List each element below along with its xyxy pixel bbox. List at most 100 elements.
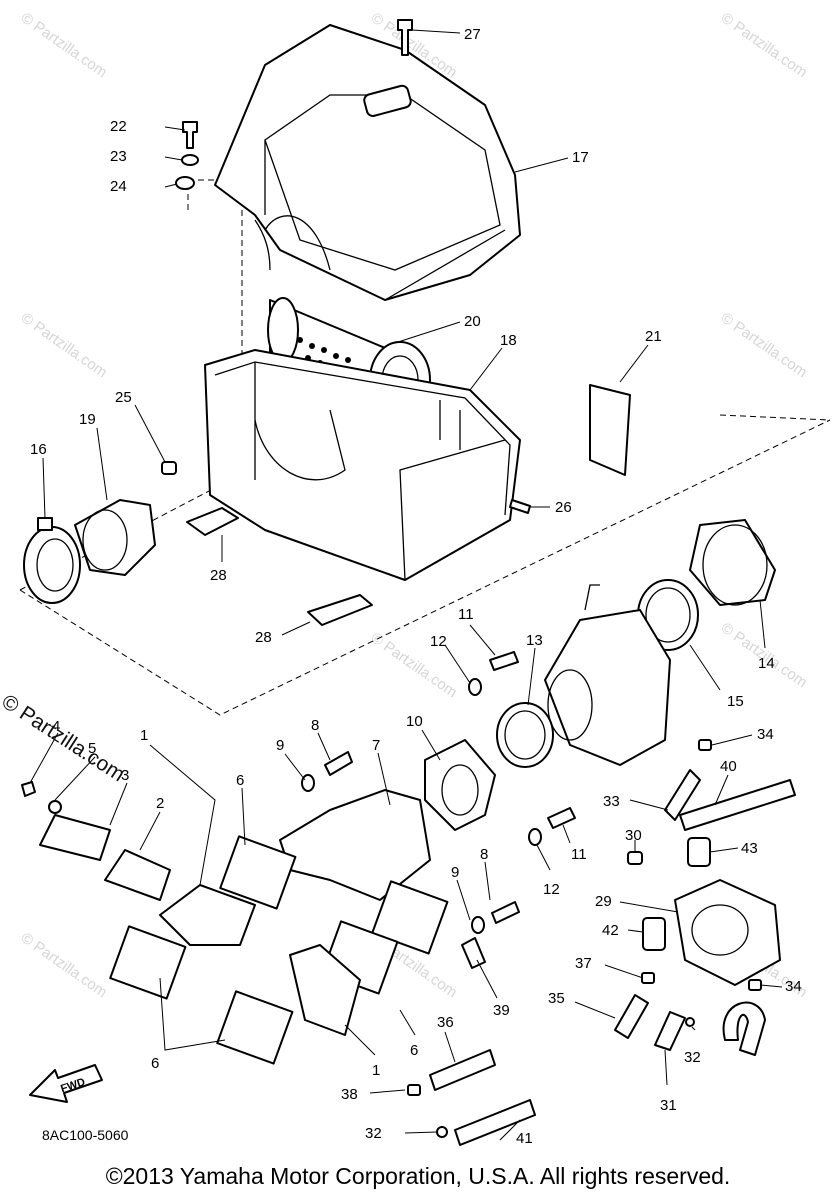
callout-label: 38 bbox=[341, 1086, 358, 1103]
gasket-6 bbox=[216, 990, 294, 1065]
washer-9 bbox=[301, 774, 315, 792]
leader-lines bbox=[29, 29, 783, 1141]
hose-41 bbox=[454, 1099, 536, 1146]
callout-label: 11 bbox=[571, 846, 587, 863]
washer-23 bbox=[181, 154, 199, 166]
callout-label: 12 bbox=[543, 881, 560, 898]
washer-9-lower bbox=[471, 916, 485, 934]
copyright-notice: ©2013 Yamaha Motor Corporation, U.S.A. A… bbox=[105, 1163, 731, 1189]
pad-28-lower bbox=[307, 594, 373, 626]
bolt-27 bbox=[397, 19, 413, 56]
callout-label: 42 bbox=[602, 922, 619, 939]
callout-label: 1 bbox=[140, 727, 148, 744]
callout-label: 43 bbox=[741, 840, 758, 857]
watermark: © Partzilla.com bbox=[18, 309, 111, 381]
callout-label: 32 bbox=[365, 1125, 382, 1142]
assembly-boundary bbox=[19, 414, 831, 716]
clip-38 bbox=[407, 1084, 421, 1096]
callout-label: 13 bbox=[526, 632, 543, 649]
hose-40 bbox=[679, 779, 796, 831]
callout-label: 11 bbox=[458, 606, 474, 623]
reed-stopper bbox=[39, 814, 111, 861]
nut-30 bbox=[627, 851, 643, 865]
reed-valve bbox=[159, 884, 256, 946]
callout-label: 6 bbox=[410, 1042, 418, 1059]
callout-label: 19 bbox=[79, 411, 96, 428]
callout-label: 7 bbox=[372, 737, 380, 754]
callout-label: 28 bbox=[255, 629, 272, 646]
callout-label: 26 bbox=[555, 499, 572, 516]
inlet-duct bbox=[74, 499, 156, 576]
hose-loop bbox=[722, 1001, 766, 1056]
callout-label: 21 bbox=[645, 328, 662, 345]
bracket-43 bbox=[687, 837, 711, 867]
carb-joint bbox=[424, 739, 496, 831]
callout-label: 35 bbox=[548, 990, 565, 1007]
callout-label: 39 bbox=[493, 1002, 510, 1019]
bracket-39 bbox=[461, 937, 486, 969]
callout-label: 34 bbox=[785, 978, 802, 995]
callout-label: 25 bbox=[115, 389, 132, 406]
callout-label: 41 bbox=[516, 1130, 533, 1147]
callout-label: 16 bbox=[30, 441, 47, 458]
gasket-6 bbox=[371, 880, 449, 955]
callout-label: 9 bbox=[276, 737, 284, 754]
gasket-6 bbox=[219, 835, 297, 910]
hose-clamp-13 bbox=[496, 702, 554, 768]
callout-label: 37 bbox=[575, 955, 592, 972]
callout-label: 8 bbox=[311, 717, 319, 734]
filter-pad bbox=[589, 384, 631, 476]
callout-label: 22 bbox=[110, 118, 127, 135]
clip-32 bbox=[685, 1017, 695, 1027]
callout-label: 32 bbox=[684, 1049, 701, 1066]
washer-5 bbox=[48, 800, 62, 814]
washer-12 bbox=[468, 678, 482, 696]
callout-label: 6 bbox=[236, 772, 244, 789]
fwd-arrow-icon: FWD bbox=[29, 1064, 103, 1103]
screw-4 bbox=[21, 781, 36, 797]
callout-label: 12 bbox=[430, 633, 447, 650]
intake-manifold bbox=[279, 789, 431, 901]
clip-32 bbox=[436, 1126, 448, 1138]
callout-label: 4 bbox=[52, 718, 60, 735]
watermark: © Partzilla.com bbox=[18, 929, 111, 1001]
clip-37 bbox=[641, 972, 655, 984]
bolt-22 bbox=[182, 121, 198, 149]
callout-label: 10 bbox=[406, 713, 423, 730]
spacer-42 bbox=[642, 917, 666, 951]
callout-label: 31 bbox=[660, 1097, 677, 1114]
callout-label: 6 bbox=[151, 1055, 159, 1072]
bolt-26 bbox=[509, 499, 531, 514]
watermark: © Partzilla.com bbox=[18, 9, 111, 81]
callout-label: 33 bbox=[603, 793, 620, 810]
hose-31 bbox=[654, 1011, 686, 1051]
callout-label: 27 bbox=[464, 26, 481, 43]
bolt-8-lower bbox=[491, 901, 520, 924]
callout-label: 2 bbox=[156, 795, 164, 812]
callout-label: 20 bbox=[464, 313, 481, 330]
hose-36 bbox=[429, 1049, 496, 1091]
diagram-code: 8AC100-5060 bbox=[42, 1127, 129, 1143]
washer-12-lower bbox=[528, 828, 542, 846]
callout-label: 30 bbox=[625, 827, 642, 844]
hose-33 bbox=[664, 769, 701, 821]
watermark: © Partzilla.com bbox=[718, 309, 811, 381]
callout-label: 23 bbox=[110, 148, 127, 165]
callout-label: 28 bbox=[210, 567, 227, 584]
pad-28-upper bbox=[186, 507, 239, 536]
fuel-pump bbox=[674, 879, 781, 986]
callout-label: 34 bbox=[757, 726, 774, 743]
gasket-6 bbox=[109, 925, 187, 1000]
callout-label: 9 bbox=[451, 864, 459, 881]
air-box-cover bbox=[214, 24, 521, 301]
callout-label: 3 bbox=[121, 767, 129, 784]
callout-label: 36 bbox=[437, 1014, 454, 1031]
callout-label: 8 bbox=[480, 846, 488, 863]
bolt-11 bbox=[489, 651, 519, 671]
bolt-11-lower bbox=[547, 807, 576, 829]
callout-label: 24 bbox=[110, 178, 127, 195]
reed-petal bbox=[104, 849, 171, 901]
intake-joint bbox=[689, 519, 776, 606]
callout-label: 5 bbox=[88, 740, 96, 757]
hose-35 bbox=[614, 994, 649, 1039]
